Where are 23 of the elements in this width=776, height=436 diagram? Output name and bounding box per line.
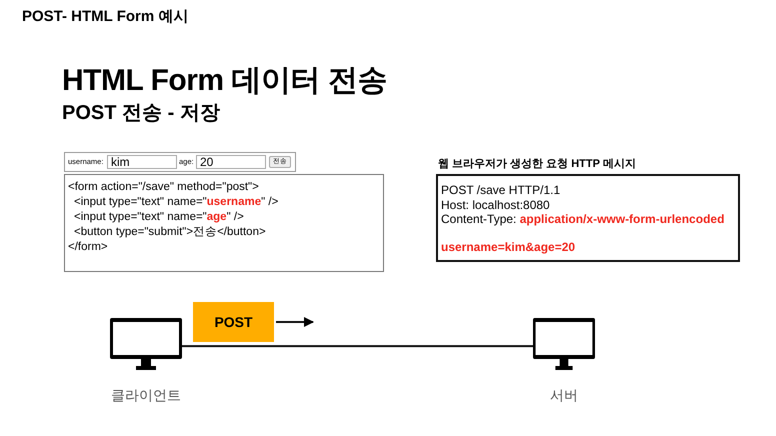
monitor-icon: [110, 318, 182, 370]
message-line: Content-Type: application/x-www-form-urlencoded: [441, 212, 724, 226]
message-line: username=kim&age=20: [441, 240, 576, 254]
arrow: [276, 317, 314, 327]
input-field: kim: [107, 155, 177, 169]
subheading: POST 전송 - 저장: [62, 101, 220, 126]
node-label: 서버: [550, 387, 578, 405]
method-box: POST: [193, 302, 274, 342]
code-line: </form>: [68, 240, 108, 255]
code-line: <form action="/save" method="post">: [68, 180, 259, 195]
input-field: 20: [196, 155, 266, 169]
heading: HTML Form 데이터 전송: [62, 63, 387, 99]
code-line: <input type="text" name="username" />: [73, 195, 278, 210]
connection-line: [182, 345, 533, 348]
box-heading: 웹 브라우저가 생성한 요청 HTTP 메시지: [438, 157, 636, 171]
code-line: <button type="submit">전송</button>: [73, 225, 266, 240]
message-line: POST /save HTTP/1.1: [441, 183, 560, 198]
message-line: Host: localhost:8080: [441, 198, 550, 212]
node-label: 클라이언트: [111, 387, 181, 405]
code-line: <input type="text" name="age" />: [73, 210, 244, 225]
slide-title: POST- HTML Form 예시: [22, 7, 188, 26]
monitor-icon: [533, 318, 595, 370]
code-box: [64, 174, 384, 272]
